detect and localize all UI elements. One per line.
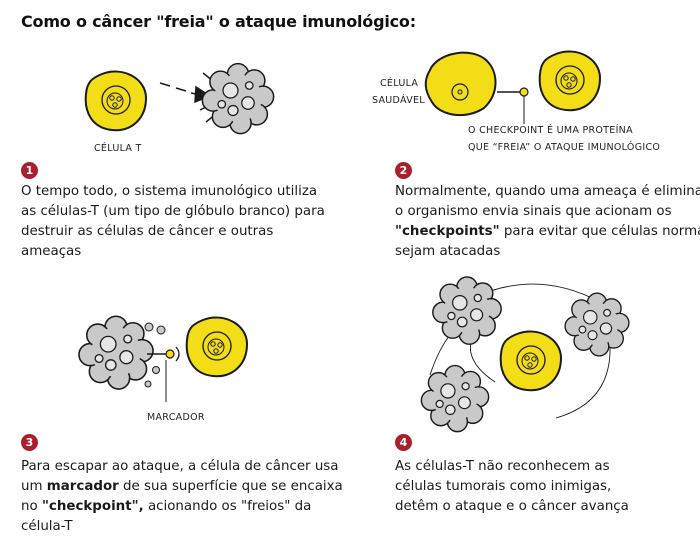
text-segment: para evitar que células normais <box>499 224 700 239</box>
text-segment: células tumorais como inimigas, <box>395 479 612 494</box>
text-line: célula-T <box>21 517 343 537</box>
panel-2-illustration <box>424 50 601 124</box>
bold-term: "checkpoint", <box>41 499 144 514</box>
panel-1-illustration <box>84 62 275 135</box>
text-segment: ameaças <box>21 244 82 259</box>
t-cell-icon <box>538 50 601 112</box>
text-segment: o organismo envia sinais que acionam os <box>395 204 672 219</box>
debris-icon <box>144 322 166 388</box>
text-segment: célula-T <box>21 519 73 534</box>
text-line: O tempo todo, o sistema imunológico util… <box>21 182 325 202</box>
step-4-text: As células-T não reconhecem as células tu… <box>395 457 629 517</box>
marker-icon <box>165 349 175 359</box>
checkpoint-icon <box>519 87 529 97</box>
text-line: o organismo envia sinais que acionam os <box>395 202 700 222</box>
page-title: Como o câncer "freia" o ataque imunológi… <box>21 12 416 31</box>
checkpoint-icon <box>175 346 180 362</box>
step-2-badge: 2 <box>395 162 412 179</box>
orbit-line <box>479 283 601 303</box>
step-3-text: Para escapar ao ataque, a célula de cânc… <box>21 457 343 537</box>
healthy-cell-icon <box>424 51 497 117</box>
t-cell-label: CÉLULA T <box>94 143 142 154</box>
bold-term: marcador <box>46 479 119 494</box>
text-line: Normalmente, quando uma ameaça é elimina… <box>395 182 700 202</box>
text-segment: O tempo todo, o sistema imunológico util… <box>21 184 318 199</box>
text-line: células tumorais como inimigas, <box>395 477 629 497</box>
t-cell-icon <box>499 330 562 392</box>
text-line: no "checkpoint", acionando os "freios" d… <box>21 497 343 517</box>
marker-label: MARCADOR <box>147 412 205 423</box>
step-1-badge: 1 <box>21 162 38 179</box>
cancer-cell-icon <box>78 315 154 390</box>
text-segment: um <box>21 479 47 494</box>
text-segment: destruir as células de câncer e outras <box>21 224 274 239</box>
step-1-text: O tempo todo, o sistema imunológico util… <box>21 182 325 262</box>
panel-3-illustration <box>78 315 248 402</box>
text-segment: Normalmente, quando uma ameaça é elimina… <box>395 184 700 199</box>
t-cell-icon <box>84 70 147 132</box>
text-segment: no <box>21 499 42 514</box>
text-segment: As células-T não reconhecem as <box>395 459 610 474</box>
checkpoint-label-line2: QUE “FREIA” O ATAQUE IMUNOLÓGICO <box>468 142 661 153</box>
text-line: as células-T (um tipo de glóbulo branco)… <box>21 202 325 222</box>
step-2-text: Normalmente, quando uma ameaça é elimina… <box>395 182 700 262</box>
panel-4-illustration <box>420 276 630 433</box>
cancer-cell-icon <box>201 62 275 135</box>
text-segment: acionando os "freios" da <box>143 499 312 514</box>
cancer-cell-icon <box>420 364 490 433</box>
text-segment: de sua superfície que se encaixa <box>118 479 343 494</box>
text-line: "checkpoints" para evitar que células no… <box>395 222 700 242</box>
healthy-cell-label-line2: SAUDÁVEL <box>372 95 425 106</box>
t-cell-icon <box>185 316 248 378</box>
text-segment: detêm o ataque e o câncer avança <box>395 499 629 514</box>
bold-term: "checkpoints" <box>395 224 500 239</box>
text-segment: as células-T (um tipo de glóbulo branco)… <box>21 204 325 219</box>
text-line: destruir as células de câncer e outras <box>21 222 325 242</box>
text-line: ameaças <box>21 242 325 262</box>
cancer-cell-icon <box>564 292 630 357</box>
text-line: detêm o ataque e o câncer avança <box>395 497 629 517</box>
healthy-cell-label-line1: CÉLULA <box>380 78 419 89</box>
cancer-cell-icon <box>432 276 502 345</box>
text-line: um marcador de sua superfície que se enc… <box>21 477 343 497</box>
step-4-badge: 4 <box>395 434 412 451</box>
text-line: Para escapar ao ataque, a célula de cânc… <box>21 457 343 477</box>
step-3-badge: 3 <box>21 434 38 451</box>
orbit-line <box>555 344 611 419</box>
text-segment: Para escapar ao ataque, a célula de cânc… <box>21 459 339 474</box>
text-line: sejam atacadas <box>395 242 700 262</box>
text-segment: sejam atacadas <box>395 244 501 259</box>
checkpoint-label-line1: O CHECKPOINT É UMA PROTEÍNA <box>468 125 633 136</box>
text-line: As células-T não reconhecem as <box>395 457 629 477</box>
